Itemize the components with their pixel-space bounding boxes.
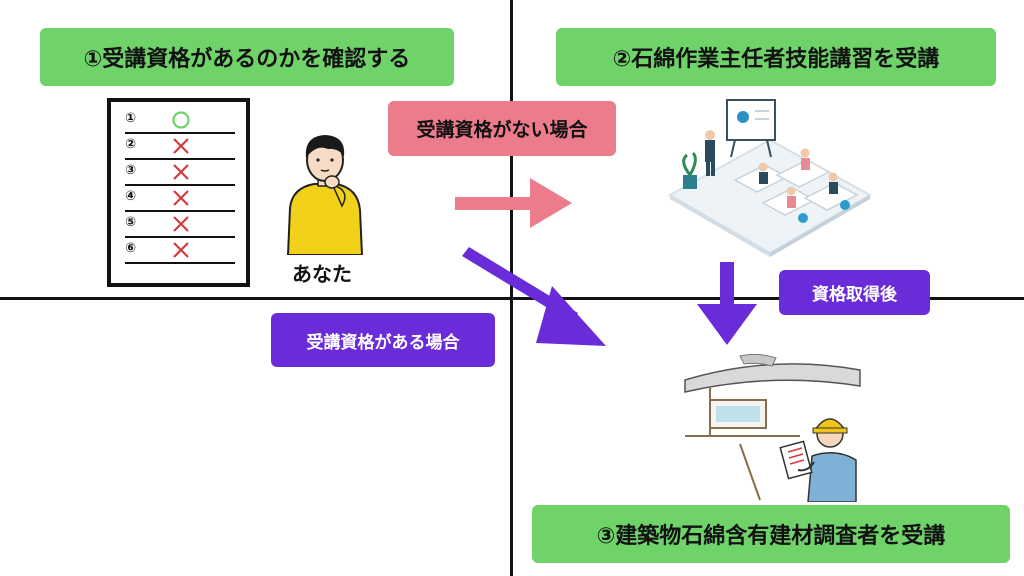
checklist-item: ⑤ (125, 212, 235, 238)
checklist-item: ② (125, 134, 235, 160)
checklist-underline (125, 210, 235, 212)
cross-icon (173, 216, 189, 232)
checklist-number: ⑥ (125, 241, 137, 256)
divider-horizontal (0, 297, 1024, 300)
cross-icon (173, 190, 189, 206)
checklist-item: ① (125, 108, 235, 134)
checklist-underline (125, 158, 235, 160)
arrow-has-qualification (462, 247, 606, 346)
cross-icon (173, 138, 189, 154)
step3-box: ③建築物石綿含有建材調査者を受講 (532, 505, 1010, 563)
checklist-number: ④ (125, 189, 137, 204)
no-qualification-label-box: 受講資格がない場合 (388, 101, 616, 156)
checklist-number: ② (125, 137, 137, 152)
checklist-item: ③ (125, 160, 235, 186)
thinking-person-icon (286, 135, 364, 255)
checklist-underline (125, 132, 235, 134)
after-qualification-label: 資格取得後 (812, 285, 897, 305)
has-qualification-label-box: 受講資格がある場合 (271, 313, 495, 367)
divider-vertical (510, 0, 513, 576)
seminar-classroom-icon (667, 99, 873, 257)
checklist-underline (125, 236, 235, 238)
step1-box: ①受講資格があるのかを確認する (40, 28, 454, 86)
has-qualification-label: 受講資格がある場合 (306, 332, 460, 353)
checklist-underline (125, 262, 235, 264)
step2-label: ②石綿作業主任者技能講習を受講 (612, 47, 940, 72)
building-surveyor-icon (684, 353, 861, 502)
after-qualification-label-box: 資格取得後 (779, 270, 930, 315)
checklist-item: ⑥ (125, 238, 235, 264)
cross-icon (173, 164, 189, 180)
step1-label: ①受講資格があるのかを確認する (83, 47, 411, 72)
checklist-item: ④ (125, 186, 235, 212)
checklist-underline (125, 184, 235, 186)
circle-icon (172, 111, 190, 129)
checklist-number: ① (125, 111, 137, 126)
no-qualification-label: 受講資格がない場合 (416, 119, 588, 141)
qualification-checklist: ① ② ③ ④ ⑤ ⑥ (107, 98, 250, 287)
you-label: あなた (292, 262, 352, 286)
arrow-after-qualification (697, 262, 757, 345)
cross-icon (173, 242, 189, 258)
checklist-number: ③ (125, 163, 137, 178)
step2-box: ②石綿作業主任者技能講習を受講 (556, 28, 996, 86)
step3-label: ③建築物石綿含有建材調査者を受講 (596, 524, 946, 549)
arrow-no-qualification (455, 178, 572, 228)
checklist-number: ⑤ (125, 215, 137, 230)
